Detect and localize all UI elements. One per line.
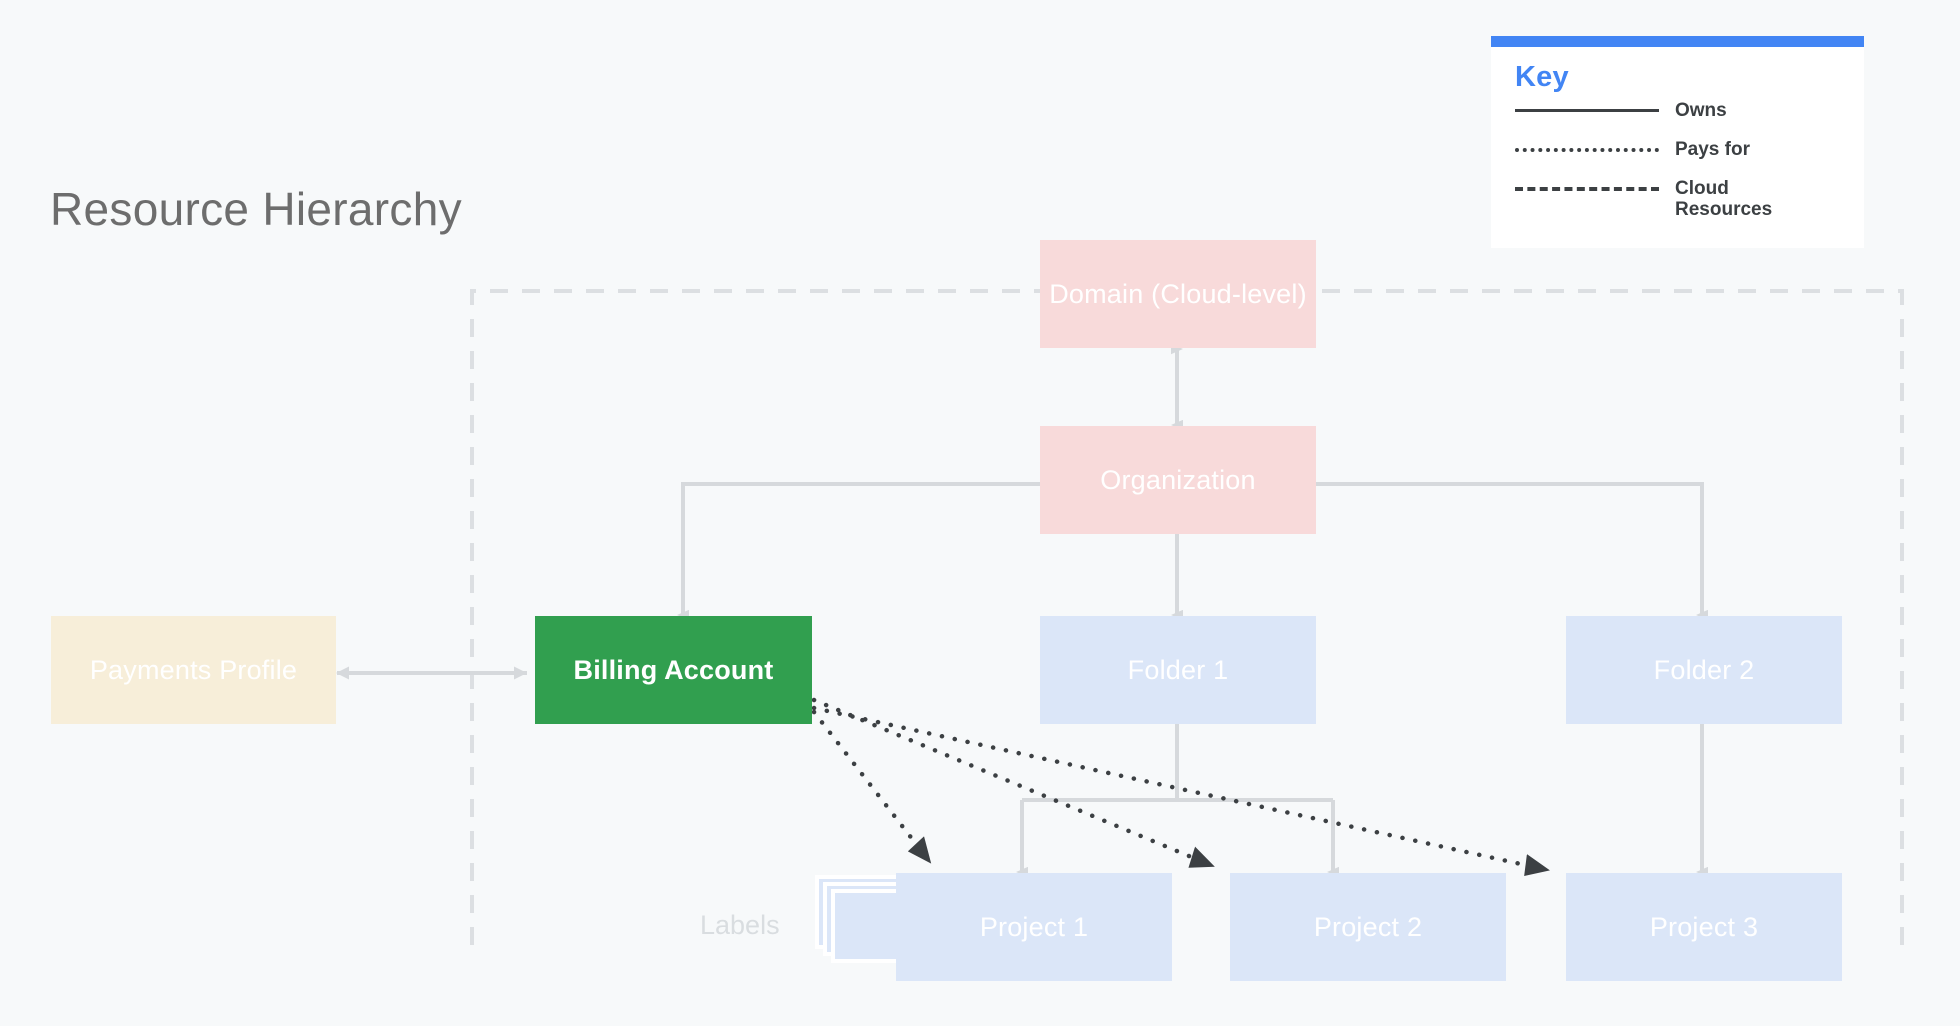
edge-billing-pays-project3 [811,705,1551,877]
key-legend: Key Owns Pays for Cloud Resources [1491,36,1864,248]
key-row-cloud-resources: Cloud Resources [1515,178,1840,221]
node-domain[interactable]: Domain (Cloud-level) [1040,240,1316,348]
key-accent-bar [1491,36,1864,47]
node-project-3-label: Project 3 [1649,911,1759,942]
node-folder-2[interactable]: Folder 2 [1566,616,1842,724]
key-label-owns: Owns [1675,100,1727,121]
solid-line-icon [1515,100,1659,122]
node-payments-profile-label: Payments Profile [89,654,298,685]
edge-folder1-projects [1016,723,1339,878]
edge-organization-folder2 [1316,482,1708,621]
key-label-pays-for: Pays for [1675,139,1750,160]
key-row-owns: Owns [1515,100,1840,130]
key-label-cloud-resources: Cloud Resources [1675,178,1773,221]
dotted-line-icon [1515,139,1659,161]
node-billing-account[interactable]: Billing Account [535,616,812,724]
node-folder-1-label: Folder 1 [1127,654,1229,685]
node-project-2-label: Project 2 [1313,911,1423,942]
node-project-1[interactable]: Project 1 [896,873,1172,981]
node-folder-1[interactable]: Folder 1 [1040,616,1316,724]
edge-billing-pays-project2 [811,697,1216,869]
labels-caption: Labels [700,910,780,940]
key-row-pays-for: Pays for [1515,139,1840,169]
key-title: Key [1515,61,1569,93]
node-project-2[interactable]: Project 2 [1230,873,1506,981]
node-payments-profile[interactable]: Payments Profile [51,616,336,724]
node-folder-2-label: Folder 2 [1653,654,1755,685]
edge-billing-pays-project1 [811,709,933,865]
node-organization[interactable]: Organization [1040,426,1316,534]
dashed-line-icon [1515,178,1659,200]
node-project-3[interactable]: Project 3 [1566,873,1842,981]
edge-organization-billing [677,482,1040,621]
node-organization-label: Organization [1100,464,1256,495]
node-billing-account-label: Billing Account [573,654,774,685]
node-domain-label: Domain (Cloud-level) [1049,278,1307,309]
page-title: Resource Hierarchy [50,183,462,235]
node-project-1-label: Project 1 [979,911,1089,942]
